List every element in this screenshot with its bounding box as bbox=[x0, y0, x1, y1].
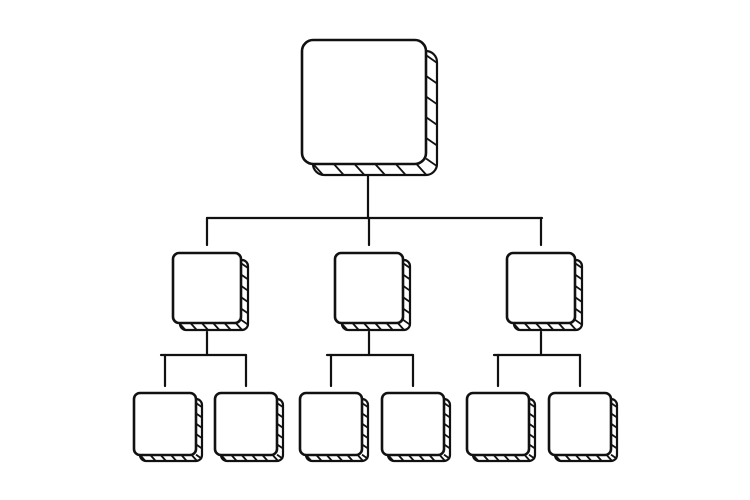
hatch-line bbox=[353, 163, 366, 176]
hatch-line bbox=[569, 322, 577, 331]
hatch-line bbox=[415, 163, 428, 176]
hatch-line bbox=[374, 163, 386, 176]
child-node-box bbox=[505, 251, 584, 332]
hatch-line bbox=[276, 453, 284, 460]
leaf-node-box bbox=[547, 391, 619, 463]
hatch-line bbox=[425, 137, 438, 147]
hatch-line bbox=[574, 319, 583, 326]
hatch-line bbox=[190, 454, 198, 462]
leaf-node-box bbox=[132, 391, 204, 463]
leaf-node-box bbox=[298, 391, 370, 463]
box-face bbox=[380, 391, 446, 457]
child-node-box bbox=[333, 251, 412, 332]
box-face bbox=[505, 251, 577, 325]
hatch-line bbox=[356, 454, 364, 462]
hatch-line bbox=[195, 453, 203, 460]
hatch-line bbox=[395, 163, 407, 176]
hatch-line bbox=[523, 454, 531, 462]
leaf-node-box bbox=[380, 391, 452, 463]
hatch-line bbox=[397, 322, 405, 331]
hatch-line bbox=[605, 454, 613, 462]
hatch-line bbox=[240, 319, 249, 326]
hatch-line bbox=[312, 163, 324, 176]
box-face bbox=[333, 251, 405, 325]
hatch-line bbox=[425, 75, 438, 85]
hatch-line bbox=[528, 453, 536, 460]
hatch-line bbox=[425, 116, 438, 126]
box-face bbox=[465, 391, 531, 457]
hatch-line bbox=[235, 322, 243, 331]
hatch-line bbox=[425, 54, 438, 64]
box-face bbox=[213, 391, 279, 457]
hatch-line bbox=[443, 453, 451, 460]
hatch-line bbox=[402, 319, 411, 326]
hatch-line bbox=[333, 163, 345, 176]
child-node-box bbox=[171, 251, 250, 332]
hatch-line bbox=[425, 95, 438, 105]
box-face bbox=[132, 391, 198, 457]
box-face bbox=[171, 251, 243, 325]
hatch-line bbox=[361, 453, 369, 460]
hatch-line bbox=[425, 157, 438, 167]
root-node-box bbox=[300, 38, 439, 177]
box-face bbox=[547, 391, 613, 457]
box-face bbox=[300, 38, 428, 166]
leaf-node-box bbox=[465, 391, 537, 463]
hatch-line bbox=[271, 454, 279, 462]
leaf-node-box bbox=[213, 391, 285, 463]
hatch-line bbox=[610, 453, 618, 460]
hatch-line bbox=[438, 454, 446, 462]
box-face bbox=[298, 391, 364, 457]
